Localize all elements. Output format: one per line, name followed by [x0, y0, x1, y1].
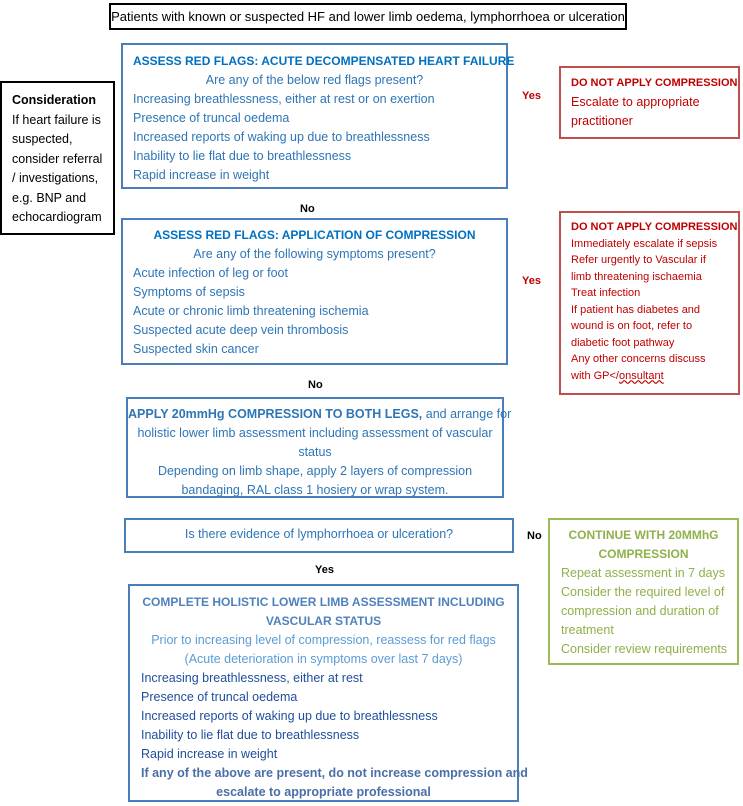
do-not-compress-escalate-box: DO NOT APPLY COMPRESSION Immediately esc…: [559, 211, 740, 395]
no-label: No: [527, 530, 542, 542]
red-flags-compression-box: ASSESS RED FLAGS: APPLICATION OF COMPRES…: [121, 218, 508, 365]
box-title: COMPRESSION: [598, 547, 689, 561]
red-flag-item: Rapid increase in weight: [141, 747, 278, 761]
box-subtitle: (Acute deterioration in symptoms over la…: [184, 652, 463, 666]
consideration-line: echocardiogram: [12, 210, 102, 224]
instruction-bold: APPLY 20mmHg COMPRESSION TO BOTH LEGS,: [128, 407, 423, 421]
do-not-compress-box: DO NOT APPLY COMPRESSION Escalate to app…: [559, 66, 740, 139]
instruction-line: Depending on limb shape, apply 2 layers …: [157, 464, 473, 478]
symptom-item: Symptoms of sepsis: [133, 285, 245, 299]
pathway-title: Patients with known or suspected HF and …: [111, 9, 625, 24]
action-line: Repeat assessment in 7 days: [561, 566, 725, 580]
action-line: compression and duration of: [561, 604, 719, 618]
box-title: ASSESS RED FLAGS: ACUTE DECOMPENSATED HE…: [133, 54, 515, 68]
red-flag-item: Presence of truncal oedema: [133, 111, 290, 125]
box-title: CONTINUE WITH 20MMhG: [568, 528, 719, 542]
box-footer: escalate to appropriate professional: [216, 785, 431, 799]
consideration-line: e.g. BNP and: [12, 190, 87, 205]
consideration-line: If heart failure is: [12, 112, 101, 127]
action-line: Treat infection: [571, 287, 641, 299]
instruction-line: status: [298, 445, 332, 459]
box-subtitle: Prior to increasing level of compression…: [151, 633, 496, 647]
box-title: ASSESS RED FLAGS: APPLICATION OF COMPRES…: [153, 228, 476, 242]
symptom-item: Acute or chronic limb threatening ischem…: [133, 304, 369, 318]
box-question: Are any of the below red flags present?: [205, 73, 424, 87]
box-title: DO NOT APPLY COMPRESSION: [571, 221, 738, 233]
action-line: Consider the required level of: [561, 585, 725, 599]
no-label: No: [308, 379, 323, 391]
consideration-box: Consideration If heart failure is suspec…: [0, 81, 115, 235]
symptom-item: Acute infection of leg or foot: [133, 266, 288, 280]
action-line: wound is on foot, refer to: [571, 320, 693, 332]
action-line: Escalate to appropriate: [571, 95, 700, 109]
red-flag-item: Increasing breathlessness, either at res…: [133, 92, 435, 106]
yes-label: Yes: [522, 90, 541, 102]
apply-compression-box: APPLY 20mmHg COMPRESSION TO BOTH LEGS, a…: [126, 397, 511, 498]
lymphorrhoea-question-box: Is there evidence of lymphorrhoea or ulc…: [124, 518, 514, 553]
symptom-item: Suspected acute deep vein thrombosis: [133, 323, 349, 337]
yes-label: Yes: [522, 275, 541, 287]
action-line: Any other concerns discuss: [571, 353, 706, 365]
box-question: Are any of the following symptoms presen…: [193, 247, 436, 261]
yes-label: Yes: [315, 564, 334, 576]
red-flag-item: Increased reports of waking up due to br…: [133, 130, 430, 144]
instruction-line: bandaging, RAL class 1 hosiery or wrap s…: [181, 483, 449, 497]
action-line: If patient has diabetes and: [571, 303, 701, 316]
consideration-heading: Consideration: [12, 93, 97, 107]
box-title: DO NOT APPLY COMPRESSION: [571, 77, 738, 89]
red-flag-item: Inability to lie flat due to breathlessn…: [141, 728, 360, 742]
no-label: No: [300, 203, 315, 215]
red-flag-item: Rapid increase in weight: [133, 168, 270, 182]
box-title: COMPLETE HOLISTIC LOWER LIMB ASSESSMENT …: [142, 595, 505, 609]
red-flags-heart-failure-box: ASSESS RED FLAGS: ACUTE DECOMPENSATED HE…: [121, 43, 515, 189]
red-flag-item: Increasing breathlessness, either at res…: [141, 671, 363, 685]
misspelled-word: onsultant: [619, 369, 664, 382]
consideration-line: consider referral: [12, 151, 103, 166]
instruction-line: APPLY 20mmHg COMPRESSION TO BOTH LEGS, a…: [128, 405, 511, 424]
action-line: Consider review requirements: [561, 642, 728, 656]
action-line: treatment: [561, 623, 614, 637]
symptom-item: Suspected skin cancer: [133, 342, 259, 356]
action-line: Immediately escalate if sepsis: [571, 237, 718, 250]
continue-compression-box: CONTINUE WITH 20MMhG COMPRESSION Repeat …: [548, 518, 739, 665]
consideration-line: / investigations,: [12, 171, 99, 185]
red-flag-item: Inability to lie flat due to breathlessn…: [133, 149, 352, 163]
instruction-text: and arrange for: [422, 407, 512, 421]
pathway-title-box: Patients with known or suspected HF and …: [109, 3, 627, 30]
action-line-last: with GP</onsultant: [571, 368, 738, 385]
action-line: practitioner: [571, 114, 633, 128]
action-line: Refer urgently to Vascular if: [571, 254, 706, 266]
red-flag-item: Presence of truncal oedema: [141, 690, 298, 704]
instruction-line: holistic lower limb assessment including…: [137, 426, 493, 440]
consideration-line: suspected,: [12, 132, 73, 146]
action-text: with GP</: [571, 369, 619, 382]
box-question: Is there evidence of lymphorrhoea or ulc…: [184, 527, 454, 541]
red-flag-item: Increased reports of waking up due to br…: [141, 709, 438, 723]
holistic-assessment-box: COMPLETE HOLISTIC LOWER LIMB ASSESSMENT …: [128, 584, 528, 802]
action-line: diabetic foot pathway: [571, 336, 675, 349]
box-title: VASCULAR STATUS: [265, 614, 382, 628]
action-line: limb threatening ischaemia: [571, 270, 702, 283]
box-footer: If any of the above are present, do not …: [141, 766, 528, 780]
